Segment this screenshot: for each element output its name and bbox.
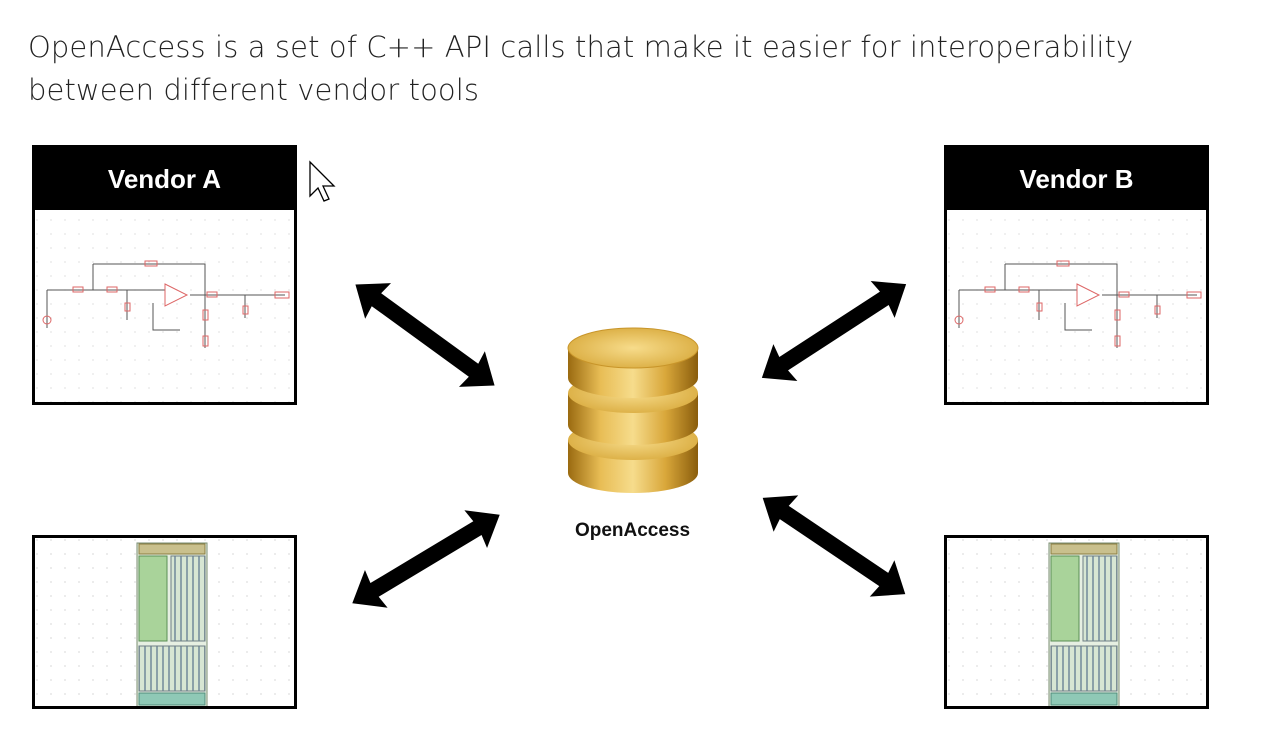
vendor-b-header: Vendor B — [947, 148, 1206, 210]
vendor-b-layout-panel — [944, 535, 1209, 709]
arrow-vendor-a-schematic — [342, 266, 508, 404]
database-cylinder-icon — [567, 327, 699, 493]
arrow-vendor-b-schematic — [749, 265, 919, 397]
vendor-a-schematic-panel: Vendor A — [32, 145, 297, 405]
arrow-vendor-b-layout — [750, 479, 918, 613]
layout-image — [947, 538, 1206, 706]
database-label: OpenAccess — [574, 520, 691, 541]
schematic-image — [35, 210, 294, 402]
vendor-b-schematic-panel: Vendor B — [944, 145, 1209, 405]
mouse-cursor-icon — [309, 160, 336, 202]
layout-image — [35, 538, 294, 706]
vendor-a-layout-panel — [32, 535, 297, 709]
arrow-vendor-a-layout — [340, 495, 512, 623]
vendor-a-header: Vendor A — [35, 148, 294, 210]
schematic-image — [947, 210, 1206, 402]
headline-text: OpenAccess is a set of C++ API calls tha… — [28, 30, 1134, 107]
